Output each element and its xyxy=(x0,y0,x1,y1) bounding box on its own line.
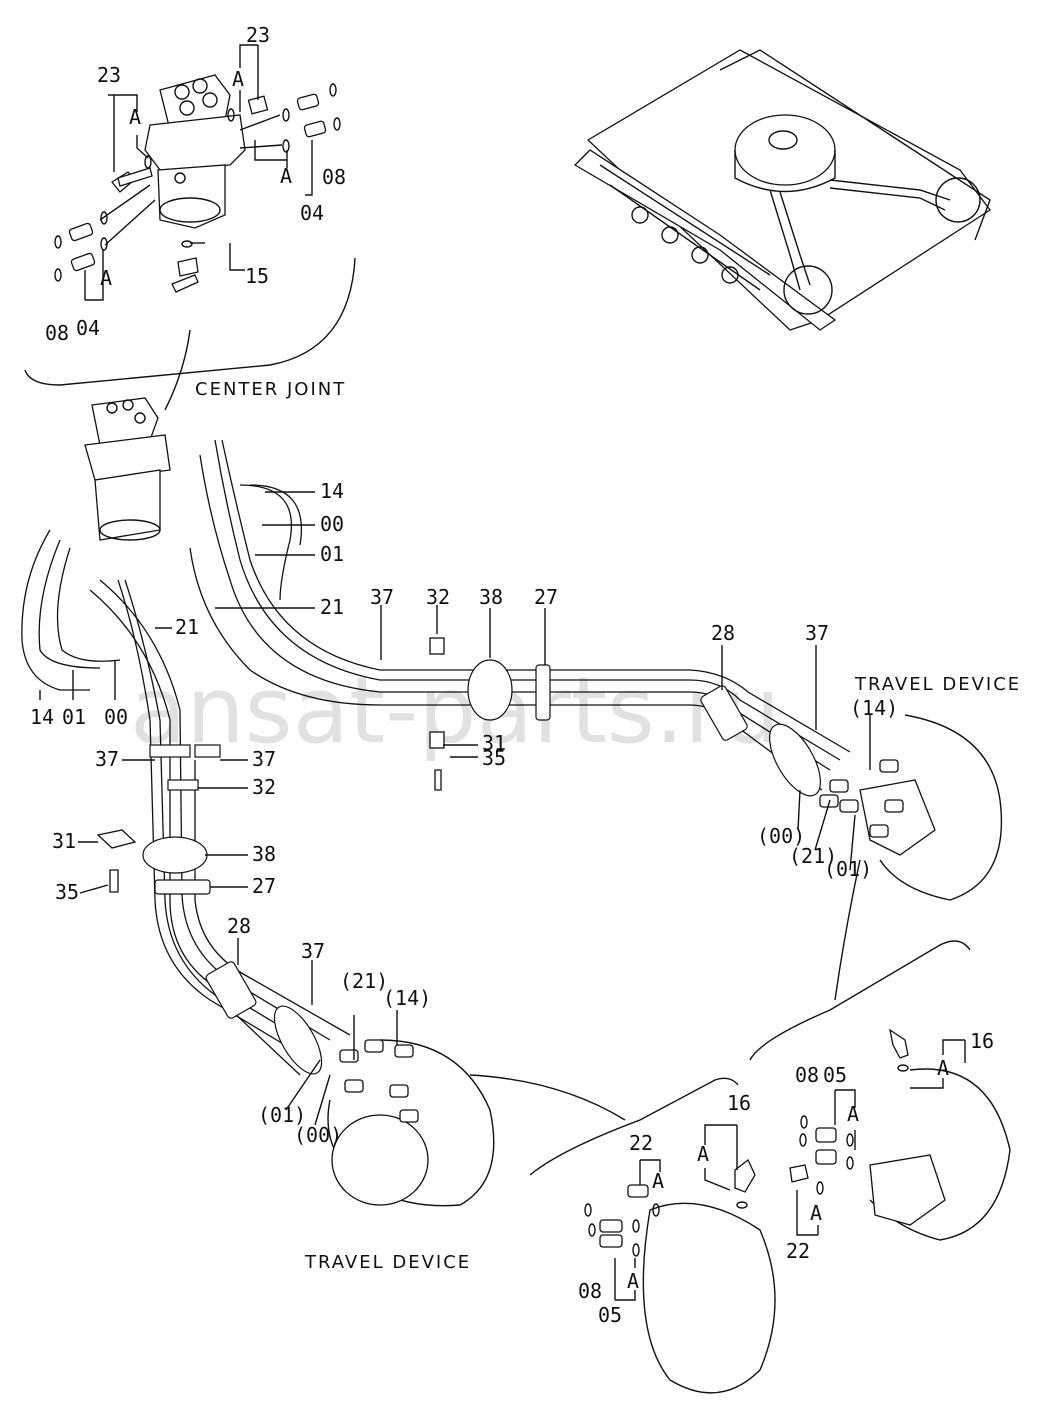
part-label-00: 00 xyxy=(320,512,344,536)
leader-label-a: A xyxy=(697,1142,709,1166)
part-label-37: 37 xyxy=(370,585,394,609)
part-label-08: 08 xyxy=(578,1279,602,1303)
center-joint-illustration xyxy=(144,74,246,229)
travel-device-left-illustration xyxy=(327,1039,495,1207)
part-label-31: 31 xyxy=(52,829,76,853)
part-label-35: 35 xyxy=(482,746,506,770)
part-label-01: (01) xyxy=(258,1103,306,1127)
part-label-27: 27 xyxy=(534,585,558,609)
part-label-28: 28 xyxy=(711,621,735,645)
center-joint-labels: 23 23 A A A A 08 04 15 08 04 xyxy=(45,23,346,345)
part-label-37: 37 xyxy=(301,939,325,963)
leader-lines xyxy=(39,491,871,1126)
center-joint-inset: 23 23 A A A A 08 04 15 08 04 xyxy=(24,23,356,411)
part-label-22: 22 xyxy=(786,1239,810,1263)
leader-label-a: A xyxy=(652,1169,664,1193)
leader-label-a: A xyxy=(232,67,244,91)
part-label-37: 37 xyxy=(95,747,119,771)
part-label-08: 08 xyxy=(322,165,346,189)
part-label-16: 16 xyxy=(970,1029,994,1053)
main-diagram-labels: 14 00 01 21 37 32 38 27 28 37 (14) 31 35… xyxy=(30,479,898,1147)
part-label-05: 05 xyxy=(598,1303,622,1327)
part-label-01: (01) xyxy=(824,857,872,881)
travel-device-title-left: TRAVEL DEVICE xyxy=(304,1252,471,1273)
part-label-38: 38 xyxy=(479,585,503,609)
part-label-08: 08 xyxy=(45,321,69,345)
part-label-01: 01 xyxy=(320,542,344,566)
watermark: ansat-parts.ru xyxy=(130,657,780,764)
undercarriage-overview-illustration xyxy=(573,49,991,331)
part-label-22: 22 xyxy=(629,1131,653,1155)
part-label-37: 37 xyxy=(252,747,276,771)
leader-label-a: A xyxy=(627,1269,639,1293)
part-label-15: 15 xyxy=(245,264,269,288)
part-label-32: 32 xyxy=(426,585,450,609)
part-label-14: 14 xyxy=(30,705,54,729)
part-label-04: 04 xyxy=(76,316,100,340)
part-label-31: 31 xyxy=(482,731,506,755)
part-label-21: 21 xyxy=(320,595,344,619)
part-label-16: 16 xyxy=(727,1091,751,1115)
part-label-01: 01 xyxy=(62,705,86,729)
part-label-04: 04 xyxy=(300,201,324,225)
travel-device-right-inset: 16 A 08 05 A A 22 xyxy=(749,940,1011,1263)
clamp-parts xyxy=(96,637,821,1075)
part-label-38: 38 xyxy=(252,842,276,866)
leader-label-a: A xyxy=(280,164,292,188)
leader-label-a: A xyxy=(129,105,141,129)
part-label-23: 23 xyxy=(246,23,270,47)
part-label-32: 32 xyxy=(252,775,276,799)
part-label-23: 23 xyxy=(97,63,121,87)
part-label-27: 27 xyxy=(252,874,276,898)
travel-device-title-right: TRAVEL DEVICE xyxy=(854,674,1021,695)
part-label-08: 08 xyxy=(795,1063,819,1087)
center-joint-title: CENTER JOINT xyxy=(195,379,346,400)
part-label-28: 28 xyxy=(227,914,251,938)
leader-label-a: A xyxy=(810,1201,822,1225)
part-label-00: (00) xyxy=(757,824,805,848)
part-label-21: (21) xyxy=(340,969,388,993)
part-label-14: (14) xyxy=(383,986,431,1010)
part-label-14: 14 xyxy=(320,479,344,503)
leader-label-a: A xyxy=(937,1056,949,1080)
part-label-00: 00 xyxy=(104,705,128,729)
leader-label-a: A xyxy=(847,1102,859,1126)
main-center-joint xyxy=(84,397,171,541)
part-label-05: 05 xyxy=(823,1063,847,1087)
part-label-35: 35 xyxy=(55,880,79,904)
part-label-21: (21) xyxy=(789,844,837,868)
part-label-00: (00) xyxy=(294,1123,342,1147)
part-label-37: 37 xyxy=(805,621,829,645)
travel-device-right-illustration xyxy=(819,714,1003,901)
part-label-21: 21 xyxy=(175,615,199,639)
leader-label-a: A xyxy=(100,266,112,290)
travel-device-left-inset: 16 22 A A A 08 05 xyxy=(529,1077,776,1394)
part-label-14: (14) xyxy=(850,696,898,720)
